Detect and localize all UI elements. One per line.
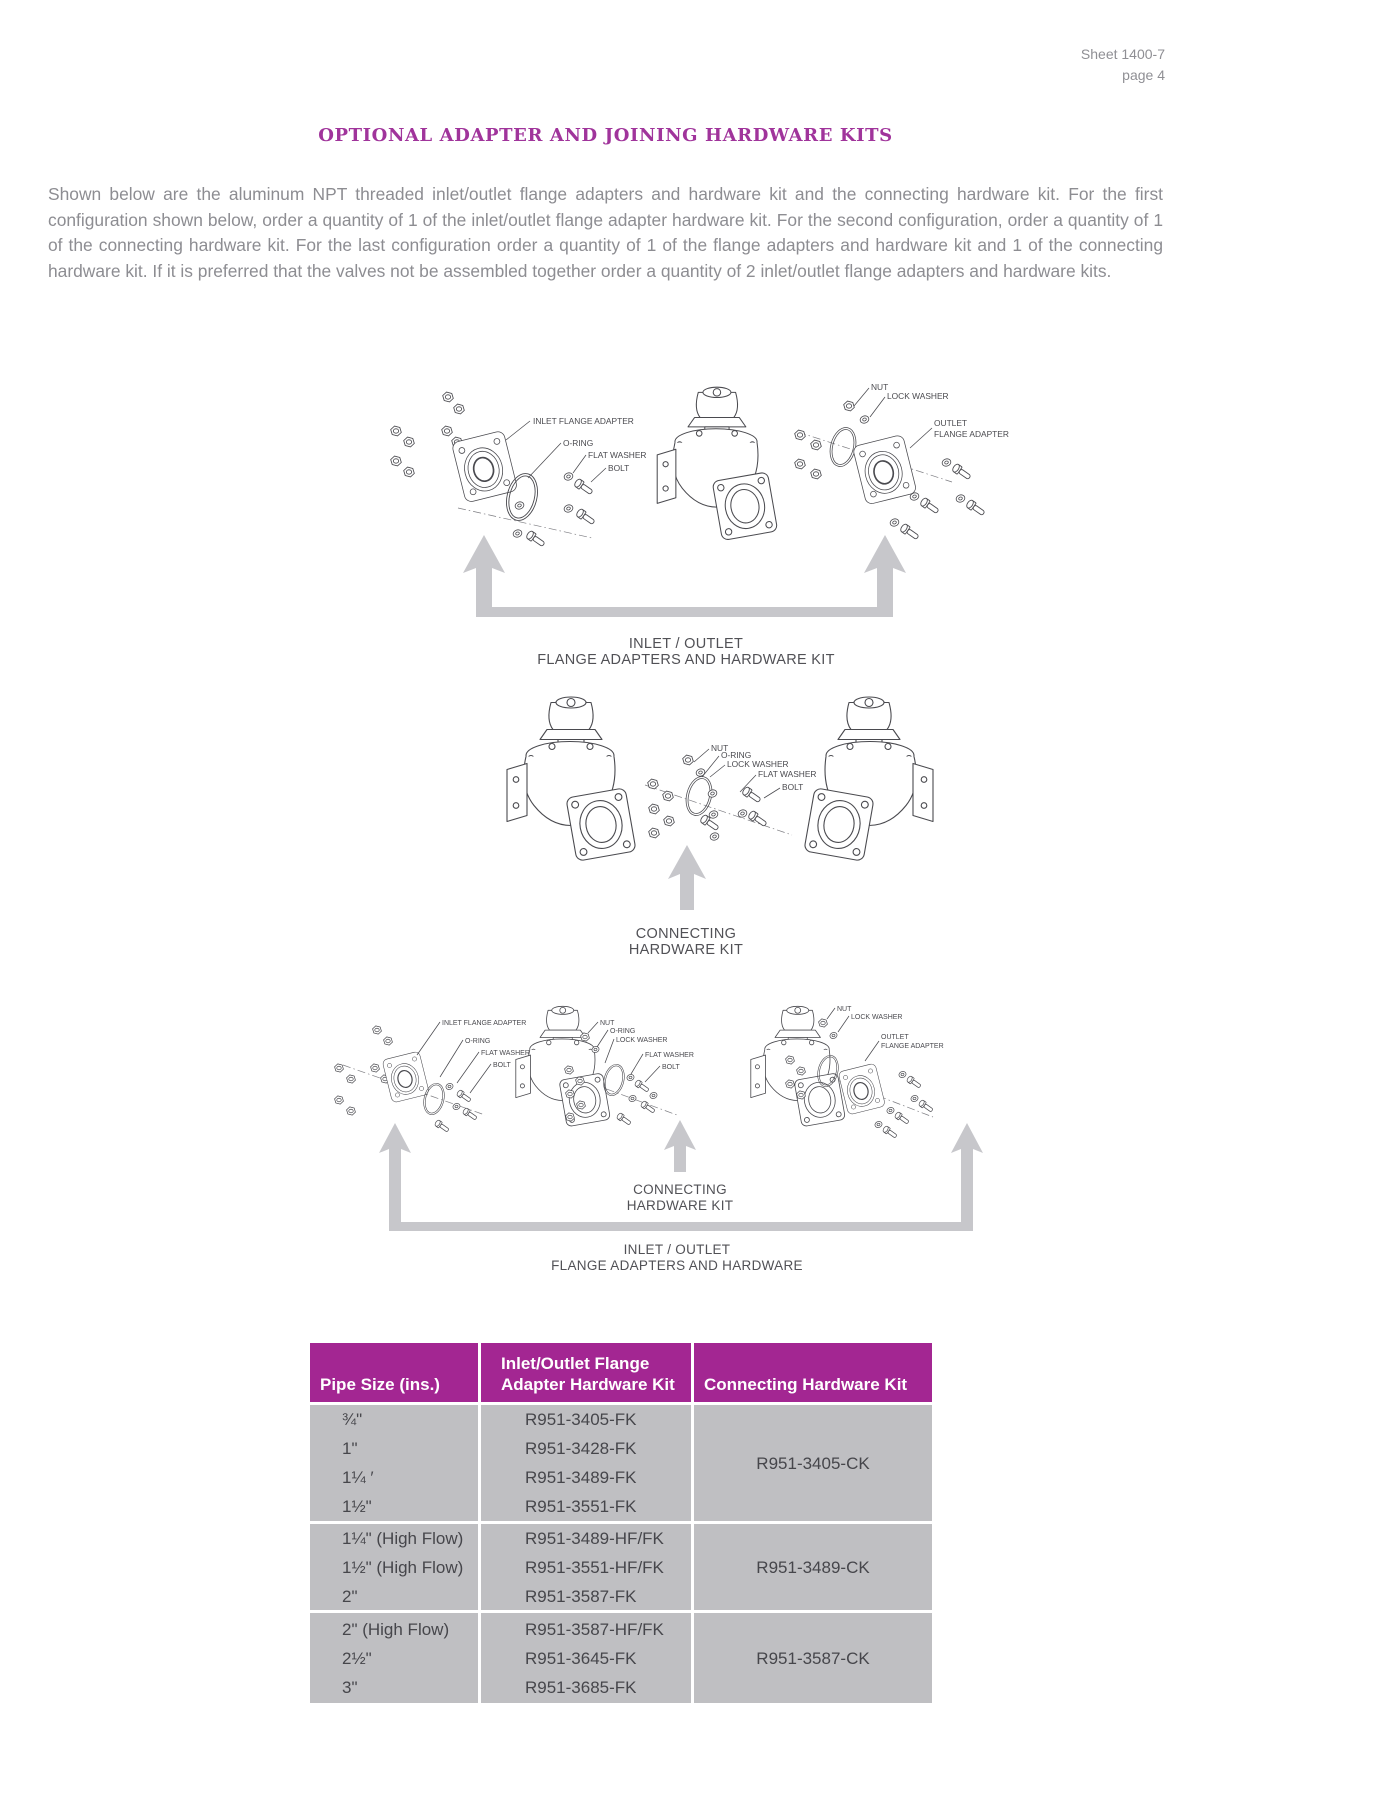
diagram1-caption-line1: INLET / OUTLET: [629, 636, 743, 652]
outlet-flange-adapter-drawing: [837, 1063, 887, 1116]
flat-washer-label: FLAT WASHER: [481, 1050, 530, 1057]
o-ring-label: O-RING: [563, 438, 593, 448]
table-header-row: Pipe Size (ins.) Inlet/Outlet Flange Ada…: [310, 1343, 932, 1402]
o-ring-label: O-RING: [610, 1028, 635, 1035]
sheet-info: Sheet 1400-7 page 4: [1081, 44, 1165, 86]
up-arrow-icon: [951, 1123, 983, 1231]
nut-label: NUT: [837, 1006, 852, 1013]
outlet-flange-adapter-label-2: FLANGE ADAPTER: [934, 429, 1009, 439]
outlet-flange-adapter-label: OUTLET: [881, 1034, 909, 1041]
center-axis-line: [644, 784, 793, 836]
inlet-flange-adapter-drawing: [381, 1051, 431, 1104]
outlet-flange-adapter-drawing: [851, 434, 918, 506]
bolt-label: BOLT: [608, 463, 629, 473]
diagram3-bottom-caption-line1: INLET / OUTLET: [624, 1242, 731, 1257]
lock-washer-label: LOCK WASHER: [727, 759, 789, 769]
lock-washer-label: LOCK WASHER: [887, 391, 949, 401]
up-arrow-icon: [463, 535, 505, 617]
o-ring-label: O-RING: [721, 750, 751, 760]
lock-washer-label: LOCK WASHER: [616, 1037, 667, 1044]
gas-valve-drawing: [656, 386, 779, 541]
header-pipe-size: Pipe Size (ins.): [310, 1343, 478, 1402]
sheet-number: Sheet 1400-7: [1080, 46, 1165, 62]
adapter-kit-cell: R951-3587-HF/FK R951-3645-FK R951-3685-F…: [481, 1613, 691, 1703]
pipe-size-cell: ¾" 1" 1¼ ′ 1½": [310, 1405, 478, 1521]
diagram1-left-labels: INLET FLANGE ADAPTER O-RING FLAT WASHER …: [505, 416, 646, 483]
connecting-kit-cell: R951-3489-CK: [694, 1524, 932, 1610]
flat-washer-label: FLAT WASHER: [588, 450, 646, 460]
header-adapter-kit: Inlet/Outlet Flange Adapter Hardware Kit: [481, 1343, 691, 1402]
diagram2-caption-line1: CONNECTING: [636, 926, 736, 942]
diagram2-caption-line2: HARDWARE KIT: [629, 942, 743, 958]
nut-label: NUT: [600, 1020, 615, 1027]
bolt-label: BOLT: [782, 782, 803, 792]
diagram-full-assembly: INLET FLANGE ADAPTER O-RING FLAT WASHER …: [334, 1005, 983, 1273]
diagram1-right-labels: NUT LOCK WASHER OUTLET FLANGE ADAPTER: [853, 382, 1009, 449]
page-number: page 4: [1122, 67, 1165, 83]
pipe-size-cell: 1¼" (High Flow) 1½" (High Flow) 2": [310, 1524, 478, 1610]
o-ring-label: O-RING: [465, 1038, 490, 1045]
bracket-arrows: [379, 1120, 983, 1231]
connecting-kit-cell: R951-3405-CK: [694, 1405, 932, 1521]
diagram-connecting-kit: NUT O-RING LOCK WASHER FLAT WASHER BOLT …: [506, 696, 934, 958]
flat-washer-label: FLAT WASHER: [758, 769, 816, 779]
diagram3-left-labels: INLET FLANGE ADAPTER O-RING FLAT WASHER …: [416, 1020, 530, 1094]
header-connecting-kit: Connecting Hardware Kit: [694, 1343, 932, 1402]
center-axis-line: [457, 507, 593, 539]
diagram3-mid-labels: NUT O-RING LOCK WASHER FLAT WASHER BOLT: [587, 1020, 694, 1083]
flat-washer-label: FLAT WASHER: [645, 1052, 694, 1059]
inlet-hardware-group: [334, 1025, 479, 1134]
diagram2-labels: NUT O-RING LOCK WASHER FLAT WASHER BOLT: [693, 743, 816, 799]
gas-valve-drawing: [750, 1005, 846, 1128]
inlet-hardware-group: [390, 391, 597, 549]
nut-label: NUT: [871, 382, 888, 392]
up-arrow-icon: [864, 535, 906, 617]
up-arrow-icon: [664, 1120, 696, 1172]
connecting-kit-cell: R951-3587-CK: [694, 1613, 932, 1703]
nut-label: NUT: [711, 743, 728, 753]
table-group-row: 1¼" (High Flow) 1½" (High Flow) 2" R951-…: [310, 1524, 932, 1610]
diagram3-bottom-caption-line2: FLANGE ADAPTERS AND HARDWARE: [551, 1258, 803, 1273]
bolt-label: BOLT: [493, 1062, 511, 1069]
outlet-flange-adapter-label: OUTLET: [934, 418, 967, 428]
center-axis-line: [342, 1064, 486, 1116]
diagram3-mid-caption-line1: CONNECTING: [633, 1182, 727, 1197]
adapter-kit-cell: R951-3405-FK R951-3428-FK R951-3489-FK R…: [481, 1405, 691, 1521]
gas-valve-drawing-mirrored: [803, 696, 934, 862]
part-number-table: Pipe Size (ins.) Inlet/Outlet Flange Ada…: [310, 1343, 932, 1703]
inlet-flange-adapter-label: INLET FLANGE ADAPTER: [533, 416, 634, 426]
inlet-flange-adapter-label: INLET FLANGE ADAPTER: [442, 1020, 526, 1027]
up-arrow-icon: [668, 845, 706, 910]
lock-washer-label: LOCK WASHER: [851, 1014, 902, 1021]
diagram3-right-labels: NUT LOCK WASHER OUTLET FLANGE ADAPTER: [826, 1006, 944, 1062]
outlet-flange-adapter-label-2: FLANGE ADAPTER: [881, 1043, 944, 1050]
diagram3-mid-caption-line2: HARDWARE KIT: [627, 1198, 734, 1213]
intro-paragraph: Shown below are the aluminum NPT threade…: [48, 184, 1163, 281]
gas-valve-drawing: [506, 696, 637, 862]
page-title: OPTIONAL ADAPTER AND JOINING HARDWARE KI…: [318, 125, 893, 146]
bracket-arrows: [463, 535, 906, 617]
bolt-label: BOLT: [662, 1064, 680, 1071]
diagram1-caption-line2: FLANGE ADAPTERS AND HARDWARE KIT: [537, 652, 835, 668]
table-group-row: 2" (High Flow) 2½" 3" R951-3587-HF/FK R9…: [310, 1613, 932, 1703]
table-group-row: ¾" 1" 1¼ ′ 1½" R951-3405-FK R951-3428-FK…: [310, 1405, 932, 1521]
o-ring-drawing: [828, 424, 858, 470]
diagram-flange-adapters-kit: INLET FLANGE ADAPTER O-RING FLAT WASHER …: [390, 382, 1009, 668]
adapter-kit-cell: R951-3489-HF/FK R951-3551-HF/FK R951-358…: [481, 1524, 691, 1610]
up-arrow-icon: [379, 1123, 411, 1231]
pipe-size-cell: 2" (High Flow) 2½" 3": [310, 1613, 478, 1703]
